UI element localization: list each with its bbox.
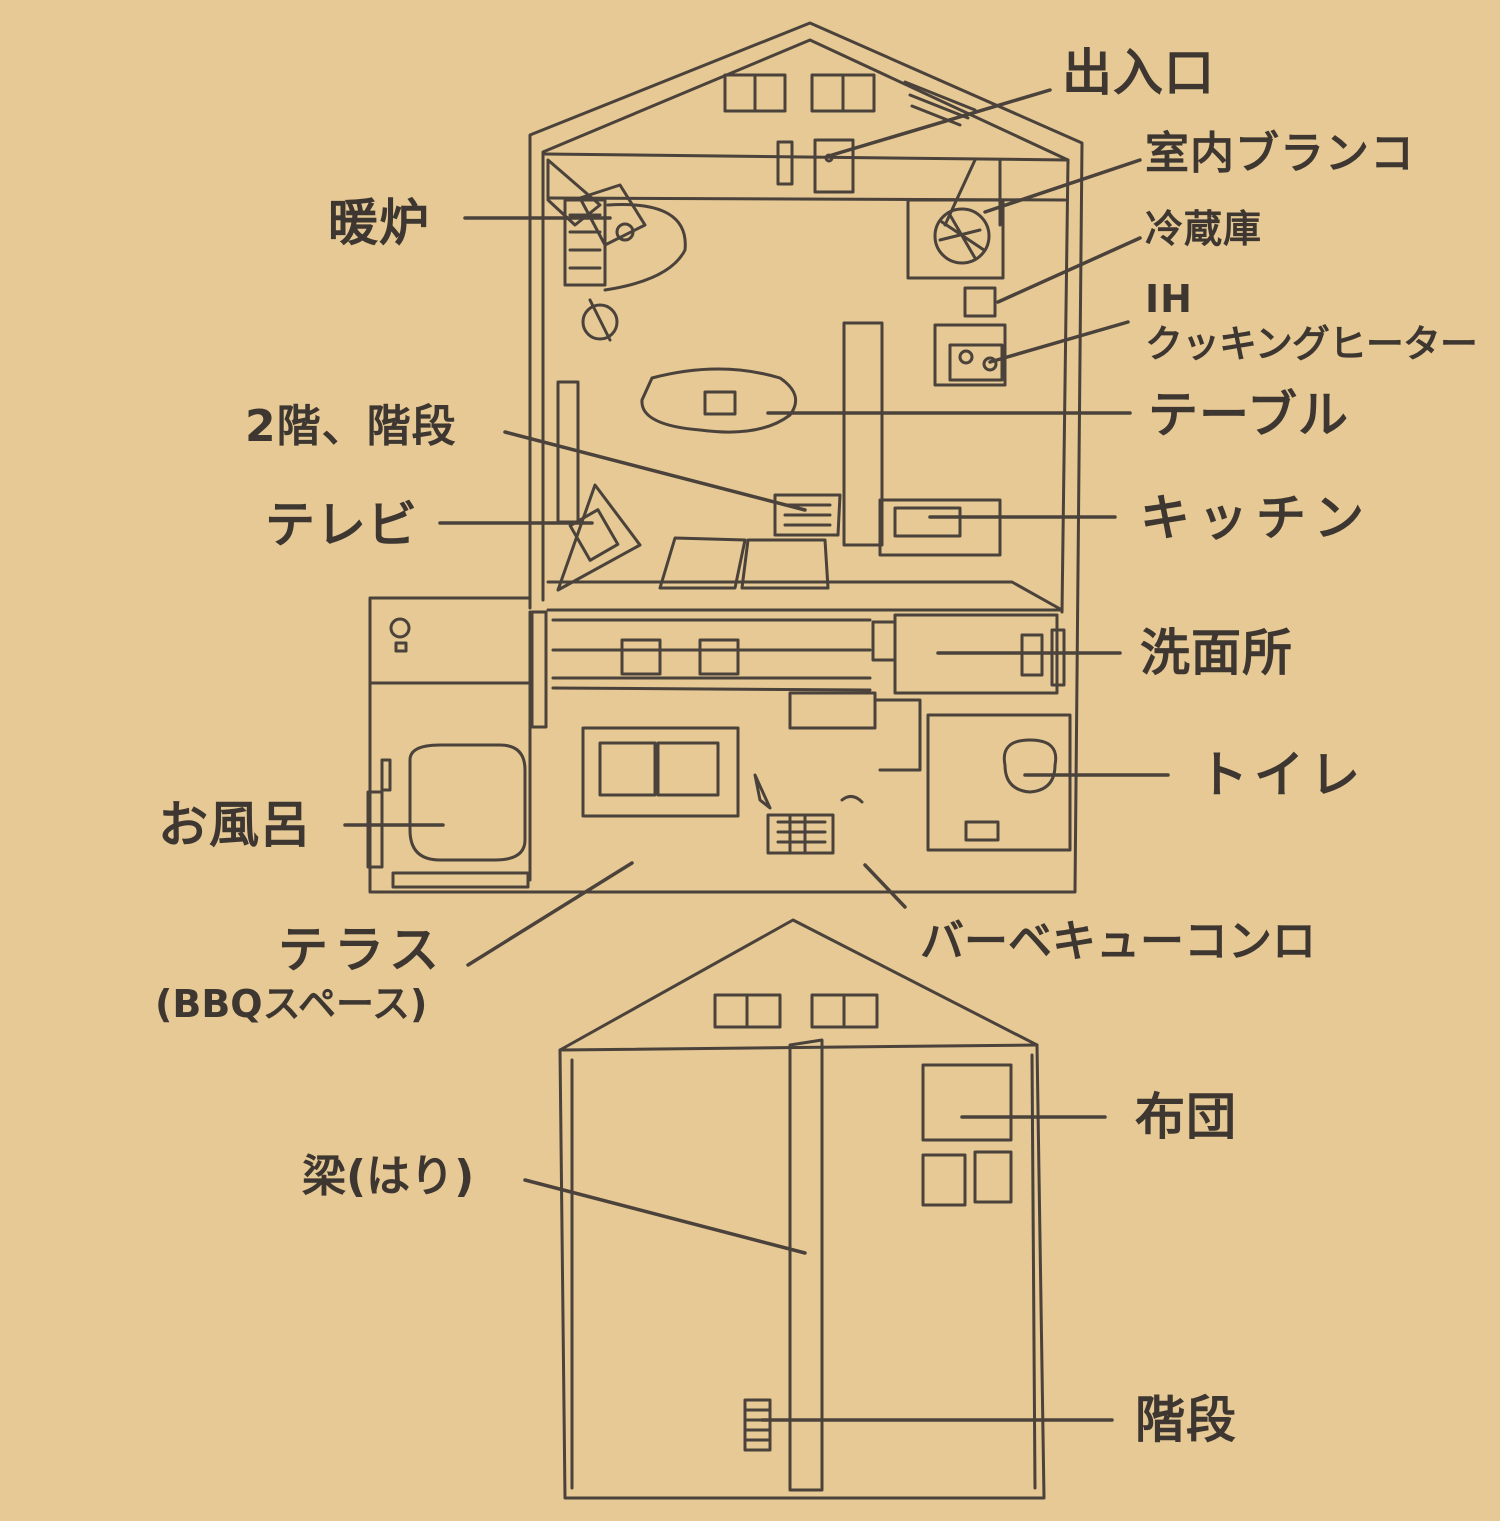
first-floor-plan xyxy=(366,21,1084,894)
ih-cooktop-drawing xyxy=(948,343,1004,382)
second-floor-plan xyxy=(558,918,1046,1500)
label-toilet: トイレ xyxy=(1198,746,1366,804)
fireplace-drawing xyxy=(546,158,687,342)
label-futon: 布団 xyxy=(1135,1088,1237,1146)
inner-roofline-1f xyxy=(541,38,1070,614)
table-drawing xyxy=(640,367,798,434)
label-ih-line2: クッキングヒーター xyxy=(1145,322,1478,366)
label-washroom: 洗面所 xyxy=(1140,624,1293,682)
label-bbq-grill: バーベキューコンロ xyxy=(920,916,1316,967)
leader-fridge xyxy=(996,236,1142,304)
house-outline-1f xyxy=(368,21,1084,894)
futon-drawing xyxy=(921,1063,1013,1142)
beam-drawing xyxy=(788,1038,824,1492)
label-terrace: テラス xyxy=(278,921,445,979)
tv-drawing xyxy=(568,508,620,562)
label-fireplace: 暖炉 xyxy=(328,194,430,252)
label-stairs-2f: 2階、階段 xyxy=(245,401,457,452)
terrace-bench-drawing xyxy=(581,726,740,818)
toilet-drawing xyxy=(1002,738,1058,794)
label-bath: お風呂 xyxy=(158,796,311,854)
stairs-2f-drawing xyxy=(743,1398,772,1452)
leader-beam xyxy=(523,1178,807,1255)
leader-stairs-2f xyxy=(503,430,807,512)
label-terrace-sub: (BBQスペース) xyxy=(155,982,428,1026)
label-entrance: 出入口 xyxy=(1062,44,1215,102)
bathtub-drawing xyxy=(408,743,527,862)
stairs-to-2f-drawing xyxy=(773,493,842,537)
bbq-grill-drawing xyxy=(766,813,835,855)
refrigerator-drawing xyxy=(963,286,997,318)
label-indoor-swing: 室内ブランコ xyxy=(1145,128,1415,179)
label-stairs: 階段 xyxy=(1135,1391,1237,1449)
leader-bbq xyxy=(863,863,907,909)
toilet-room-drawing xyxy=(926,713,1072,852)
kitchen-counter-drawing xyxy=(878,498,1002,557)
leader-entrance xyxy=(830,88,1052,157)
entrance-door xyxy=(813,138,855,194)
leader-ih xyxy=(988,320,1130,364)
swing-drawing xyxy=(906,158,1005,280)
label-kitchen: キッチン xyxy=(1140,489,1372,547)
label-beam: 梁(はり) xyxy=(302,1151,475,1202)
leader-lines xyxy=(343,88,1170,1422)
label-tv: テレビ xyxy=(265,496,418,554)
label-refrigerator: 冷蔵庫 xyxy=(1145,207,1263,251)
leader-terrace xyxy=(466,861,634,967)
label-table: テーブル xyxy=(1148,386,1349,444)
leader-swing xyxy=(983,158,1142,214)
label-ih-line1: IH xyxy=(1145,277,1193,321)
house-outline-2f xyxy=(558,918,1046,1500)
